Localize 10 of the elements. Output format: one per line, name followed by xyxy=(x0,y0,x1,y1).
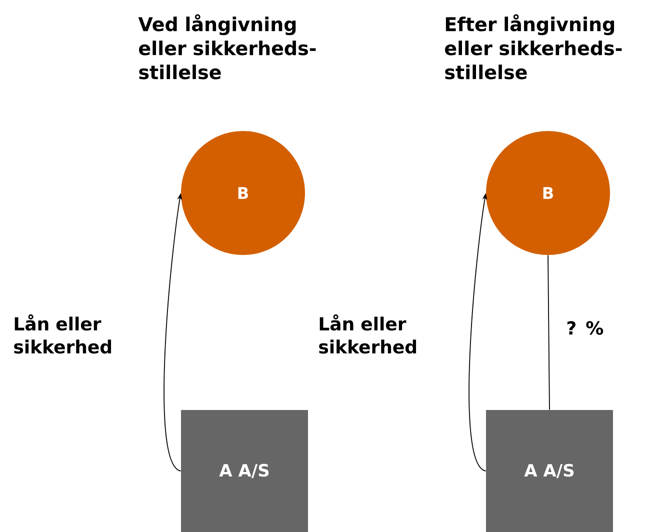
heading: Ved långivning eller sikkerheds- stillelse xyxy=(138,14,316,80)
edge-label: Lån eller sikkerhed xyxy=(14,314,112,354)
company-box: A A/S xyxy=(181,410,308,532)
heading: Efter långivning eller sikkerheds- stillelse xyxy=(445,14,622,80)
edge-label: ? % xyxy=(567,321,604,335)
edge-label: Lån eller sikkerhed xyxy=(319,314,416,354)
connector-line xyxy=(548,254,550,410)
circle-node: B xyxy=(486,131,610,255)
circle-node: B xyxy=(181,131,305,255)
company-box: A A/S xyxy=(486,410,613,532)
